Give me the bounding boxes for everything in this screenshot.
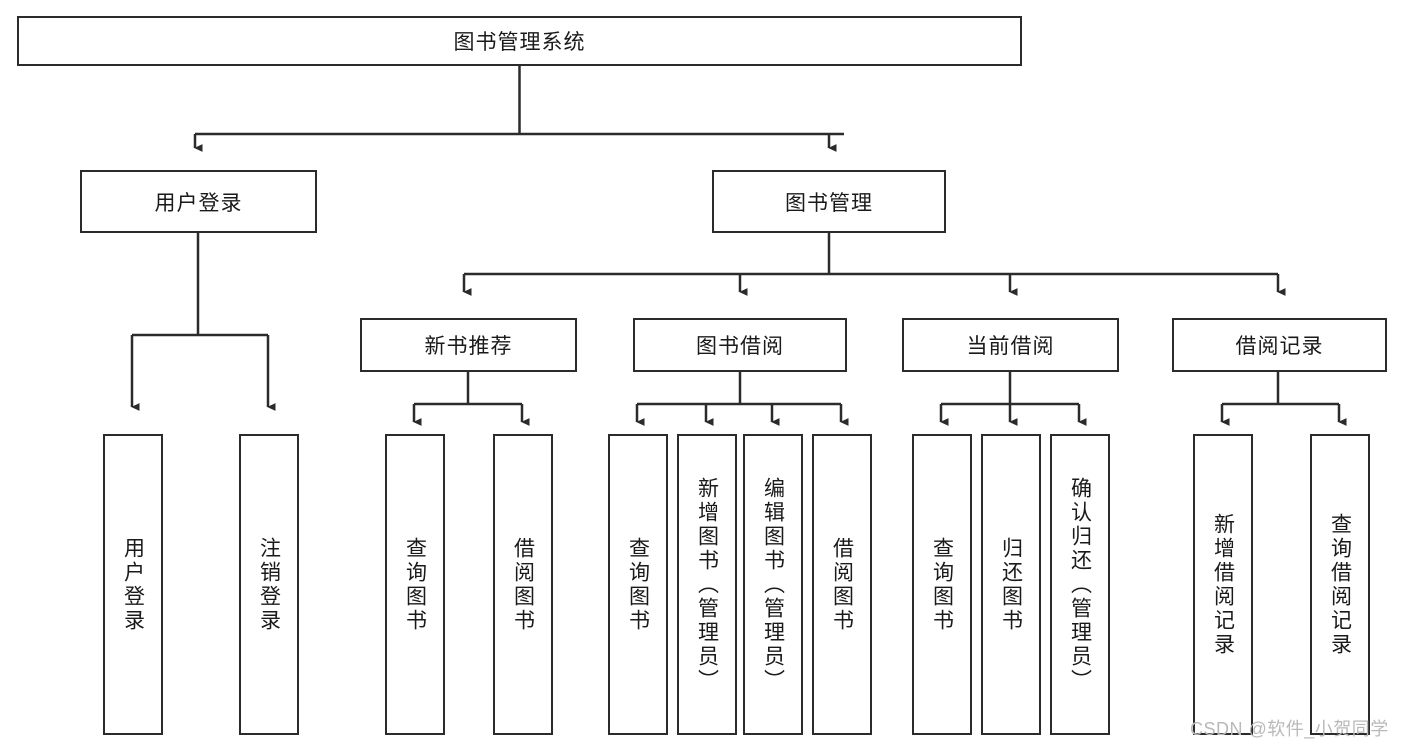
node-root-label: 图书管理系统 [453, 31, 586, 54]
node-leaf-user-login[interactable]: 用户登录 [103, 434, 163, 735]
node-leaf-edit-book[interactable]: 编辑图书（管理员） [743, 434, 803, 735]
node-leaf-add-book[interactable]: 新增图书（管理员） [677, 434, 737, 735]
node-leaf-query-book-1[interactable]: 查询图书 [385, 434, 445, 735]
node-leaf-borrow-book-2[interactable]: 借阅图书 [812, 434, 872, 735]
node-leaf-logout-login[interactable]: 注销登录 [239, 434, 299, 735]
node-book-borrow[interactable]: 图书借阅 [633, 318, 847, 372]
node-borrow-record[interactable]: 借阅记录 [1172, 318, 1387, 372]
node-book-manage-label: 图书管理 [785, 191, 873, 215]
node-current-borrow[interactable]: 当前借阅 [902, 318, 1119, 372]
node-leaf-confirm-return[interactable]: 确认归还（管理员） [1050, 434, 1110, 735]
node-book-manage[interactable]: 图书管理 [712, 170, 946, 233]
node-leaf-add-book-label: 新增图书（管理员） [695, 476, 719, 693]
node-leaf-add-record[interactable]: 新增借阅记录 [1193, 434, 1253, 735]
node-root[interactable]: 图书管理系统 [17, 16, 1022, 66]
node-leaf-query-record-label: 查询借阅记录 [1328, 512, 1352, 657]
node-leaf-return-book-label: 归还图书 [999, 536, 1023, 633]
node-current-borrow-label: 当前借阅 [966, 335, 1055, 358]
node-leaf-borrow-book-1[interactable]: 借阅图书 [493, 434, 553, 735]
node-leaf-query-book-2-label: 查询图书 [626, 536, 650, 633]
node-leaf-query-book-3[interactable]: 查询图书 [912, 434, 972, 735]
node-user-login[interactable]: 用户登录 [80, 170, 317, 233]
node-leaf-user-login-label: 用户登录 [121, 536, 145, 633]
node-leaf-add-record-label: 新增借阅记录 [1211, 512, 1235, 657]
node-leaf-query-record[interactable]: 查询借阅记录 [1310, 434, 1370, 735]
node-leaf-query-book-1-label: 查询图书 [403, 536, 427, 633]
node-leaf-query-book-3-label: 查询图书 [930, 536, 954, 633]
node-leaf-query-book-2[interactable]: 查询图书 [608, 434, 668, 735]
node-user-login-label: 用户登录 [154, 191, 243, 215]
node-borrow-record-label: 借阅记录 [1235, 335, 1324, 358]
node-leaf-confirm-return-label: 确认归还（管理员） [1068, 476, 1092, 693]
node-leaf-borrow-book-2-label: 借阅图书 [830, 536, 854, 633]
node-leaf-edit-book-label: 编辑图书（管理员） [761, 476, 785, 693]
node-leaf-borrow-book-1-label: 借阅图书 [511, 536, 535, 633]
node-new-book-recommend[interactable]: 新书推荐 [360, 318, 577, 372]
node-book-borrow-label: 图书借阅 [696, 335, 784, 358]
node-leaf-logout-login-label: 注销登录 [257, 536, 281, 633]
node-leaf-return-book[interactable]: 归还图书 [981, 434, 1041, 735]
node-new-book-recommend-label: 新书推荐 [424, 335, 513, 358]
